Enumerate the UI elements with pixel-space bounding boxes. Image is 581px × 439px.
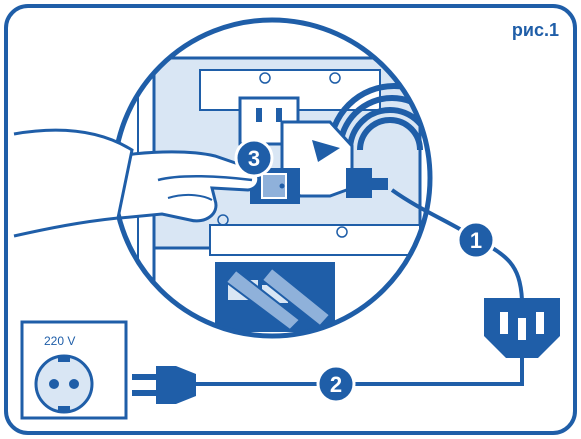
step-number-3: 3 [248,146,260,171]
iec-connector-icon [484,298,560,358]
figure-label: рис.1 [511,20,559,40]
pointing-hand-icon [114,150,261,223]
step-badge-1: 1 [456,220,496,260]
step-badge-2: 2 [316,364,356,404]
step-badge-3: 3 [234,138,274,178]
step-number-1: 1 [470,228,482,253]
hand-arm [13,128,134,238]
step-number-2: 2 [330,372,342,397]
wall-socket-icon [20,320,128,420]
outlet-voltage-label: 220 V [44,334,76,348]
magnified-view [111,17,433,339]
plug-icon [132,366,196,404]
